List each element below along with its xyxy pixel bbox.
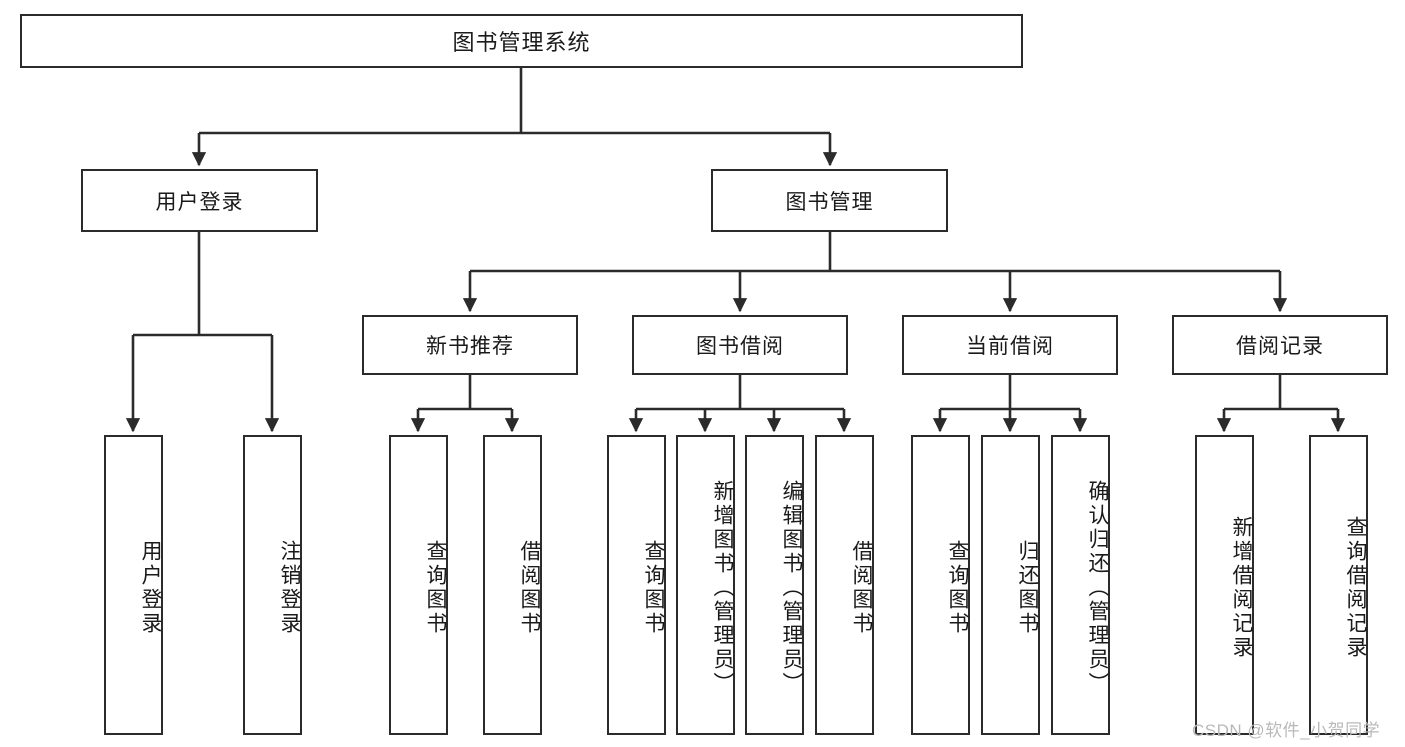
node-leaf-confirm-return[interactable]: 确认归还（管理员） — [1051, 435, 1110, 735]
node-leaf-user-login[interactable]: 用户登录 — [104, 435, 163, 735]
leaf-label: 确认归还（管理员） — [1086, 480, 1109, 696]
leaf-label: 归还图书 — [1016, 540, 1039, 636]
leaf-label: 借阅图书 — [850, 540, 873, 636]
node-leaf-add-record[interactable]: 新增借阅记录 — [1195, 435, 1254, 735]
leaf-label: 新增图书（管理员） — [711, 480, 734, 696]
csdn-watermark: CSDN @软件_小贺同学 — [1192, 721, 1381, 740]
node-new-book-recommend[interactable]: 新书推荐 — [362, 315, 578, 375]
leaf-label: 查询图书 — [424, 540, 447, 636]
leaf-label: 用户登录 — [139, 540, 162, 636]
leaf-label: 借阅图书 — [518, 540, 541, 636]
leaf-label: 查询图书 — [946, 540, 969, 636]
node-leaf-borrow-book-1[interactable]: 借阅图书 — [483, 435, 542, 735]
node-leaf-add-book[interactable]: 新增图书（管理员） — [676, 435, 735, 735]
leaf-label: 新增借阅记录 — [1230, 516, 1253, 660]
node-current-borrow[interactable]: 当前借阅 — [902, 315, 1118, 375]
leaf-label: 编辑图书（管理员） — [780, 480, 803, 696]
node-book-borrow[interactable]: 图书借阅 — [632, 315, 848, 375]
node-book-manage[interactable]: 图书管理 — [711, 169, 948, 232]
leaf-label: 注销登录 — [278, 540, 301, 636]
node-borrow-record[interactable]: 借阅记录 — [1172, 315, 1388, 375]
node-leaf-query-book-3[interactable]: 查询图书 — [911, 435, 970, 735]
node-leaf-user-logout[interactable]: 注销登录 — [243, 435, 302, 735]
node-leaf-query-book-1[interactable]: 查询图书 — [389, 435, 448, 735]
node-leaf-query-book-2[interactable]: 查询图书 — [607, 435, 666, 735]
node-leaf-borrow-book-2[interactable]: 借阅图书 — [815, 435, 874, 735]
node-leaf-query-record[interactable]: 查询借阅记录 — [1309, 435, 1368, 735]
node-leaf-return-book[interactable]: 归还图书 — [981, 435, 1040, 735]
leaf-label: 查询借阅记录 — [1344, 516, 1367, 660]
node-user-login[interactable]: 用户登录 — [81, 169, 318, 232]
node-root[interactable]: 图书管理系统 — [20, 14, 1023, 68]
node-leaf-edit-book[interactable]: 编辑图书（管理员） — [745, 435, 804, 735]
leaf-label: 查询图书 — [642, 540, 665, 636]
